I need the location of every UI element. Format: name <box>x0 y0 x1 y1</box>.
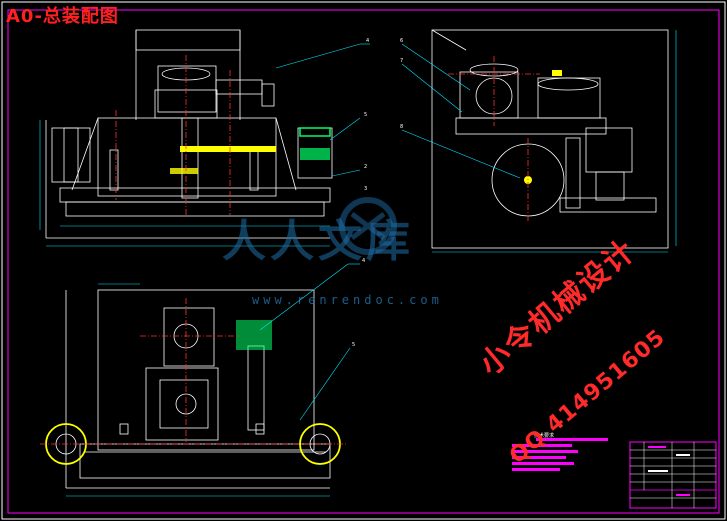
sheet-inner-frame <box>7 9 720 514</box>
part-callout-label: 3 <box>364 186 367 192</box>
top-view-highlights <box>40 298 346 465</box>
tech-requirements-block <box>512 438 608 471</box>
watermark-brand: 人人文库 <box>222 216 414 267</box>
front-view-highlights <box>115 55 331 215</box>
tech-requirements-title: 技术要求 <box>534 433 555 439</box>
watermark-url: www.renrendoc.com <box>252 293 443 307</box>
part-callout-label: 6 <box>400 38 403 44</box>
part-callout-label: 5 <box>364 112 367 118</box>
part-callout-label: 2 <box>364 164 367 170</box>
part-callout-label: 4 <box>366 38 369 44</box>
sheet-title: A0-总装配图 <box>6 6 119 27</box>
part-callout-label: 5 <box>352 342 355 348</box>
part-callout-label: 4 <box>362 258 365 264</box>
title-block <box>629 441 717 509</box>
part-callout-label: 8 <box>400 124 403 130</box>
side-view-dimensions <box>401 30 677 253</box>
part-callout-label: 7 <box>400 58 403 64</box>
front-view-dimensions <box>39 43 370 247</box>
side-view-highlights <box>448 56 562 222</box>
watermark-logo <box>339 197 397 255</box>
top-view-dimensions <box>66 263 360 497</box>
